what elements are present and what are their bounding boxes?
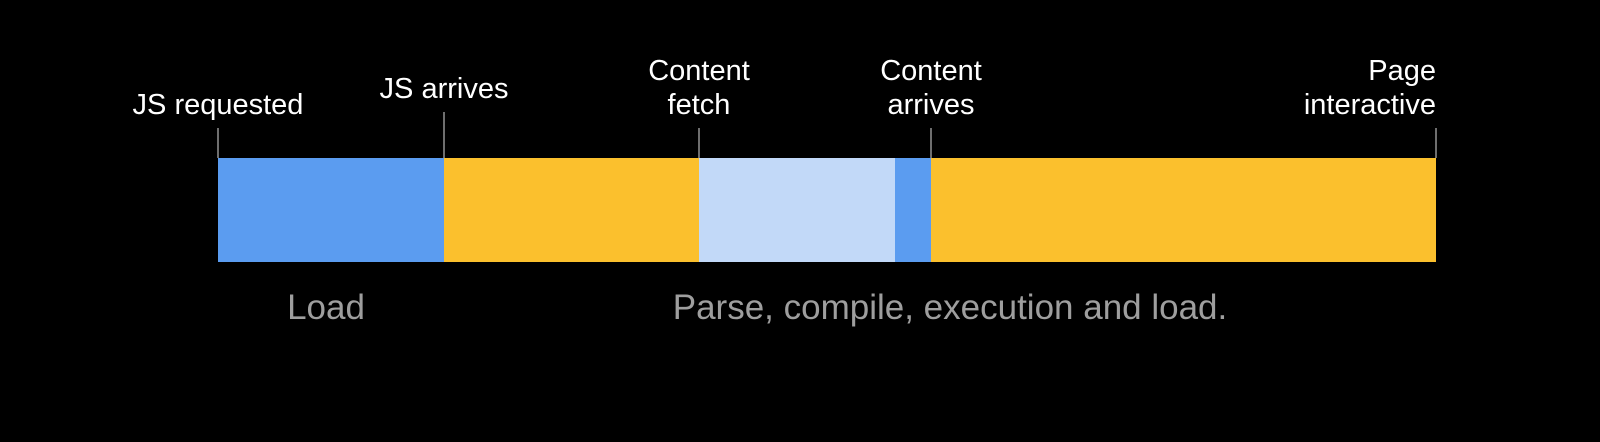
milestone-label-page-interactive: Page interactive: [1303, 55, 1436, 121]
bar-segment-content-fetch-wait: [699, 158, 895, 262]
milestone-label-content-fetch: Content fetch: [648, 55, 750, 121]
milestone-label-js-requested: JS requested: [132, 89, 304, 121]
bar-segment-content-network: [895, 158, 931, 262]
caption-parse: Parse, compile, execution and load.: [672, 288, 1228, 327]
milestone-label-js-arrives: JS arrives: [379, 73, 509, 105]
bar-segment-parse-compile-execute: [444, 158, 699, 262]
timeline-bar: [218, 158, 1436, 262]
bar-segment-load-network: [218, 158, 444, 262]
bar-segment-final-execute-load: [931, 158, 1436, 262]
tick-js-requested: [217, 128, 219, 158]
tick-content-arrives: [930, 128, 932, 158]
tick-page-interactive: [1435, 128, 1437, 158]
tick-content-fetch: [698, 128, 700, 158]
caption-load: Load: [287, 288, 365, 327]
milestone-label-content-arrives: Content arrives: [880, 55, 982, 121]
tick-js-arrives: [443, 112, 445, 158]
